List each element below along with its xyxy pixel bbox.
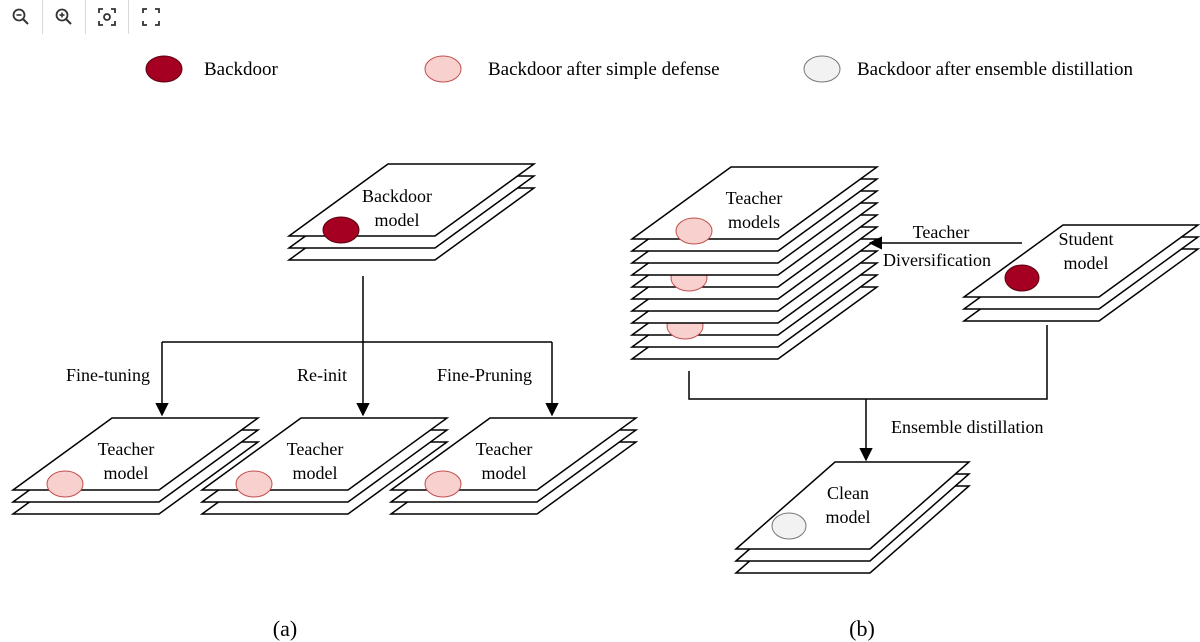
simple-defense-marker	[424, 470, 462, 498]
teacher-models-stack: Teacher models	[629, 166, 880, 360]
caption-b: (b)	[849, 616, 875, 641]
fullscreen-icon	[141, 8, 160, 26]
simple-defense-marker	[675, 217, 713, 245]
backdoor-marker	[1004, 264, 1040, 292]
diversification-label-line2: Diversification	[883, 250, 991, 270]
merge-line	[688, 325, 1048, 400]
backdoor-model-label-line2: model	[375, 210, 420, 230]
zoom-in-icon	[55, 8, 72, 25]
clean-model-label-line1: Clean	[827, 483, 869, 503]
caption-a: (a)	[273, 616, 297, 641]
teacher-model-label-line1: Teacher	[476, 439, 533, 459]
ensemble-distillation-marker	[771, 512, 807, 540]
teacher-model-label-line2: model	[293, 463, 338, 483]
panel-b: Teacher models Student model Teacher Div…	[629, 166, 1200, 641]
edge-label-reinit: Re-init	[297, 365, 347, 385]
legend-label-ensemble-distillation: Backdoor after ensemble distillation	[857, 59, 1133, 80]
teacher-model-stack-reinit: Teacher model	[201, 417, 448, 515]
diversification-label-line1: Teacher	[913, 222, 970, 242]
zoom-out-button[interactable]	[0, 0, 43, 34]
teacher-model-stack-finetuning: Teacher model	[12, 417, 259, 515]
student-model-label-line1: Student	[1058, 229, 1113, 249]
legend-swatch-ensemble-distillation	[803, 55, 841, 83]
teacher-model-label-line2: model	[482, 463, 527, 483]
legend-label-backdoor: Backdoor	[204, 59, 279, 80]
simple-defense-marker	[235, 470, 273, 498]
legend-swatch-backdoor	[145, 55, 183, 83]
backdoor-model-label-line1: Backdoor	[362, 186, 432, 206]
zoom-in-button[interactable]	[43, 0, 86, 34]
fullscreen-button[interactable]	[129, 0, 172, 34]
legend-label-simple-defense: Backdoor after simple defense	[488, 59, 720, 80]
zoom-out-icon	[12, 8, 29, 25]
backdoor-model-stack: Backdoor model	[288, 163, 535, 261]
teacher-model-stack-finepruning: Teacher model	[390, 417, 637, 515]
viewer-toolbar	[0, 0, 172, 34]
edge-label-finetuning: Fine-tuning	[66, 365, 150, 385]
teacher-model-label-line2: model	[104, 463, 149, 483]
legend: Backdoor Backdoor after simple defense B…	[145, 55, 1133, 83]
teacher-model-label-line1: Teacher	[98, 439, 155, 459]
panel-a-connectors	[155, 276, 559, 417]
student-model-label-line2: model	[1064, 253, 1109, 273]
fit-to-view-button[interactable]	[86, 0, 129, 34]
clean-model-label-line2: model	[826, 507, 871, 527]
student-model-stack: Student model	[961, 224, 1200, 322]
teacher-model-label-line1: Teacher	[287, 439, 344, 459]
clean-model-stack: Clean model	[734, 461, 971, 574]
panel-a: Backdoor model Fine-tuning Re-init Fine-…	[12, 163, 637, 641]
teacher-models-label-line2: models	[728, 212, 780, 232]
legend-item-ensemble-distillation: Backdoor after ensemble distillation	[803, 55, 1133, 83]
teacher-models-label-line1: Teacher	[726, 188, 783, 208]
legend-swatch-simple-defense	[424, 55, 462, 83]
legend-item-simple-defense: Backdoor after simple defense	[424, 55, 720, 83]
distillation-label: Ensemble distillation	[891, 417, 1043, 437]
panel-b-connectors	[688, 325, 1048, 462]
edge-label-finepruning: Fine-Pruning	[437, 365, 532, 385]
simple-defense-marker	[46, 470, 84, 498]
backdoor-marker	[322, 216, 360, 244]
legend-item-backdoor: Backdoor	[145, 55, 279, 83]
focus-frame-icon	[98, 8, 116, 26]
